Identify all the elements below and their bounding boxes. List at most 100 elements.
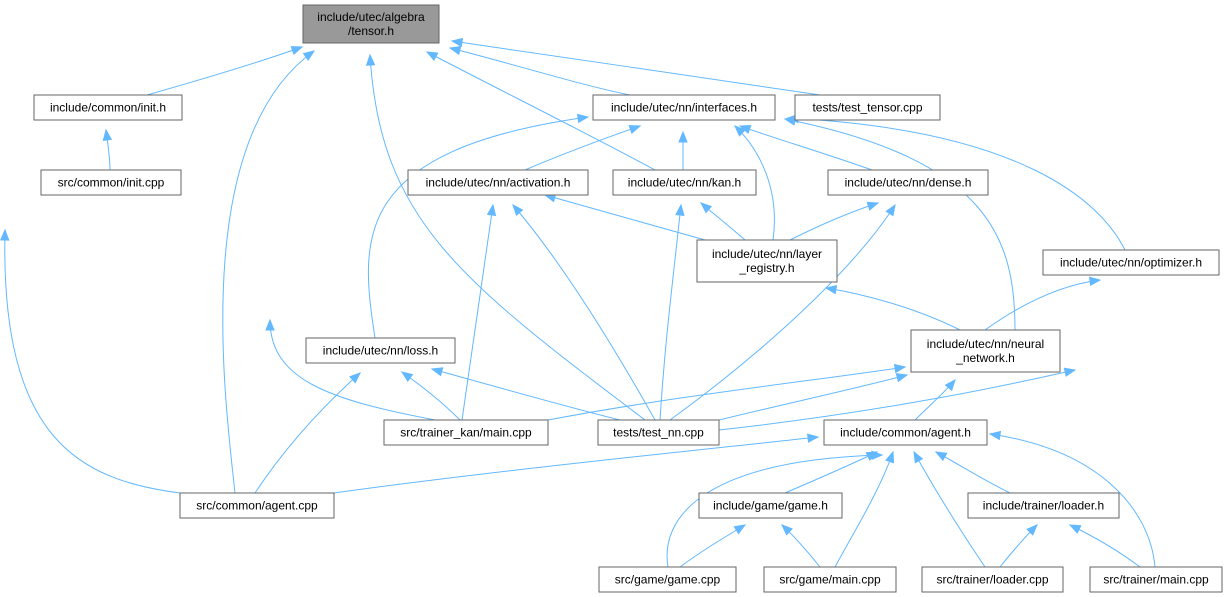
node-neural-network[interactable]: include/utec/nn/neural_network.h bbox=[910, 329, 1061, 373]
node-agent-h[interactable]: include/common/agent.h bbox=[823, 419, 988, 446]
node-kan[interactable]: include/utec/nn/kan.h bbox=[612, 169, 757, 196]
edge-line bbox=[269, 319, 436, 421]
edge-arrowhead bbox=[1063, 367, 1077, 377]
edge-activation-to-interfaces bbox=[524, 124, 642, 171]
edge-arrowhead bbox=[1068, 524, 1082, 534]
edge-kan-to-interfaces bbox=[678, 130, 688, 171]
edge-test_tensor-to-tensor bbox=[450, 37, 821, 96]
node-test-tensor[interactable]: tests/test_tensor.cpp bbox=[794, 94, 941, 121]
node-init-h[interactable]: include/common/init.h bbox=[33, 94, 183, 121]
node-box bbox=[921, 566, 1064, 593]
edge-trainer_kan_main-to-activation bbox=[461, 203, 497, 421]
edge-line bbox=[787, 117, 1126, 251]
edge-arrowhead bbox=[824, 284, 838, 295]
edge-arrowhead bbox=[425, 51, 439, 62]
edge-arrowhead bbox=[512, 203, 524, 217]
node-label: src/common/init.cpp bbox=[58, 176, 165, 190]
edge-agent_cpp-to-loss bbox=[254, 372, 362, 494]
node-box bbox=[305, 337, 456, 364]
node-box bbox=[967, 492, 1120, 519]
edge-layer_registry-to-kan bbox=[699, 202, 746, 241]
edge-trainer_main-to-agent_h bbox=[988, 430, 1156, 568]
edge-line bbox=[367, 116, 589, 339]
edge-line bbox=[449, 47, 631, 96]
node-label: include/utec/nn/dense.h bbox=[845, 176, 972, 190]
edge-line bbox=[984, 279, 1101, 331]
node-box bbox=[696, 239, 838, 283]
edge-arrowhead bbox=[102, 128, 113, 142]
edge-line bbox=[834, 451, 894, 568]
edge-arrowhead bbox=[576, 113, 590, 124]
node-optimizer[interactable]: include/utec/nn/optimizer.h bbox=[1042, 249, 1220, 276]
edge-line bbox=[146, 46, 303, 96]
edge-line bbox=[659, 204, 682, 421]
edge-arrowhead bbox=[448, 45, 462, 56]
edge-test_nn-to-loss bbox=[430, 367, 621, 421]
edge-arrowhead bbox=[934, 451, 948, 462]
edge-arrowhead bbox=[302, 50, 316, 61]
edge-line bbox=[734, 125, 775, 241]
node-box bbox=[910, 329, 1061, 373]
edge-neural_network-to-layer_registry bbox=[824, 284, 961, 331]
edge-line bbox=[451, 40, 821, 96]
edge-arrowhead bbox=[895, 373, 909, 383]
edge-line bbox=[333, 436, 819, 494]
edge-arrowhead bbox=[733, 524, 747, 535]
node-game-cpp[interactable]: src/game/game.cpp bbox=[598, 566, 737, 593]
node-label: src/game/game.cpp bbox=[615, 573, 721, 587]
edge-arrowhead bbox=[734, 125, 746, 137]
edge-line bbox=[512, 204, 656, 421]
edge-arrowhead bbox=[885, 203, 896, 217]
node-game-h[interactable]: include/game/game.h bbox=[698, 492, 843, 519]
edge-trainer_kan_main-to-tensor bbox=[265, 318, 436, 421]
node-tensor[interactable]: include/utec/algebra/tensor.h bbox=[302, 4, 440, 44]
dependency-edges bbox=[0, 37, 1156, 568]
node-label: src/common/agent.cpp bbox=[196, 499, 318, 513]
node-trainer-main[interactable]: src/trainer/main.cpp bbox=[1089, 566, 1223, 593]
node-label: include/utec/nn/interfaces.h bbox=[611, 101, 757, 115]
node-box bbox=[763, 566, 897, 593]
edge-arrowhead bbox=[265, 318, 275, 331]
node-agent-cpp[interactable]: src/common/agent.cpp bbox=[179, 492, 335, 519]
node-loader-h[interactable]: include/trainer/loader.h bbox=[967, 492, 1120, 519]
node-label: include/utec/nn/activation.h bbox=[426, 176, 571, 190]
node-dense[interactable]: include/utec/nn/dense.h bbox=[827, 169, 989, 196]
edge-line bbox=[784, 118, 1016, 331]
node-init-cpp[interactable]: src/common/init.cpp bbox=[40, 169, 182, 196]
edge-line bbox=[401, 371, 461, 421]
edge-test_nn-to-kan bbox=[659, 203, 685, 421]
node-trainer-kan-main[interactable]: src/trainer_kan/main.cpp bbox=[383, 419, 549, 446]
edge-trainer_kan_main-to-loss bbox=[400, 371, 461, 421]
edge-dense-to-interfaces bbox=[738, 124, 873, 171]
node-label: include/utec/nn/kan.h bbox=[628, 176, 741, 190]
node-label: include/common/init.h bbox=[50, 101, 166, 115]
node-layer-registry[interactable]: include/utec/nn/layer_registry.h bbox=[696, 239, 838, 283]
edge-game_cpp-to-game_h bbox=[679, 524, 747, 568]
edge-arrowhead bbox=[400, 371, 414, 382]
node-label: src/trainer_kan/main.cpp bbox=[400, 426, 532, 440]
edge-line bbox=[935, 451, 1011, 494]
node-label: include/trainer/loader.h bbox=[983, 499, 1104, 513]
node-label: src/trainer/loader.cpp bbox=[936, 573, 1048, 587]
edge-line bbox=[254, 372, 361, 494]
edge-trainer_kan_main-to-neural_network bbox=[547, 363, 907, 421]
node-label: tests/test_tensor.cpp bbox=[812, 101, 922, 115]
node-interfaces[interactable]: include/utec/nn/interfaces.h bbox=[592, 94, 776, 121]
node-label: include/game/game.h bbox=[713, 499, 828, 513]
node-box bbox=[612, 169, 757, 196]
node-label: include/utec/nn/optimizer.h bbox=[1060, 256, 1202, 270]
edge-line bbox=[718, 374, 908, 421]
edge-arrowhead bbox=[699, 202, 713, 214]
node-loader-cpp[interactable]: src/trainer/loader.cpp bbox=[921, 566, 1064, 593]
node-test-nn[interactable]: tests/test_nn.cpp bbox=[597, 419, 720, 446]
node-label: include/common/agent.h bbox=[840, 426, 971, 440]
node-label: tests/test_nn.cpp bbox=[613, 426, 704, 440]
edge-test_nn-to-neural_network bbox=[718, 373, 909, 421]
node-box bbox=[383, 419, 549, 446]
node-activation[interactable]: include/utec/nn/activation.h bbox=[407, 169, 589, 196]
edge-line bbox=[913, 451, 986, 568]
node-game-main[interactable]: src/game/main.cpp bbox=[763, 566, 897, 593]
edge-arrowhead bbox=[290, 46, 304, 55]
node-loss[interactable]: include/utec/nn/loss.h bbox=[305, 337, 456, 364]
edge-line bbox=[739, 125, 873, 171]
